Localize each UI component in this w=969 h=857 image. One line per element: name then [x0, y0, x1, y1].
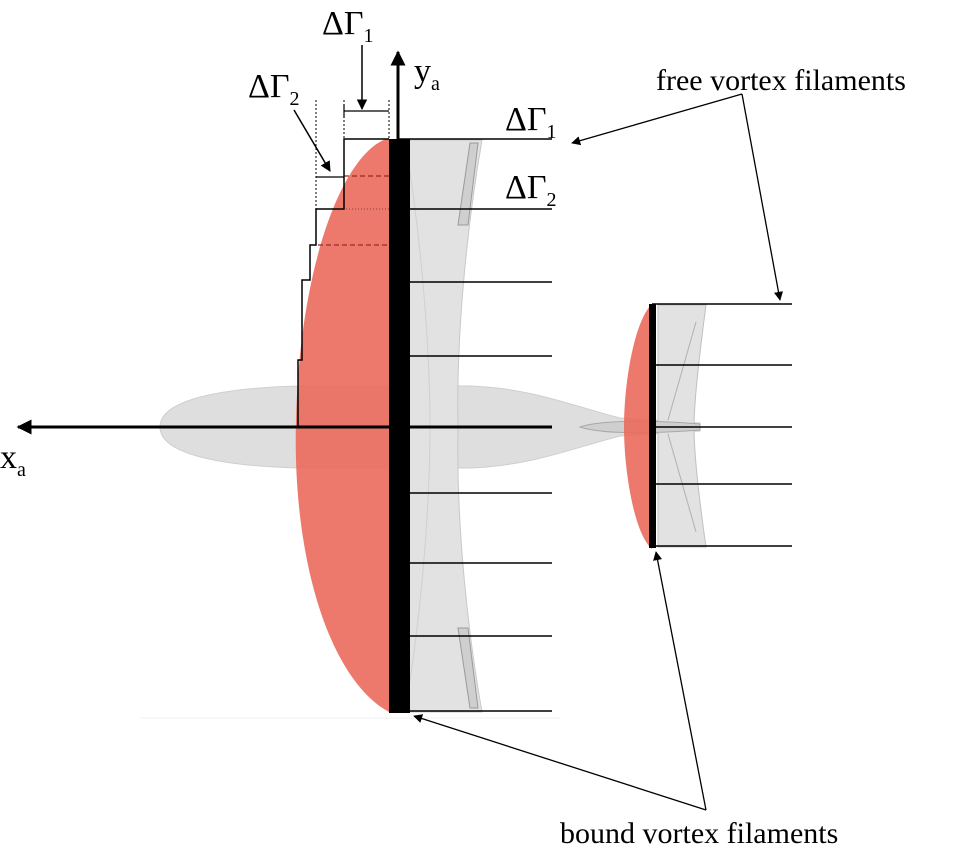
- delta-gamma-2-right-label: ΔΓ2: [505, 169, 557, 211]
- bound-filament-wing: [389, 139, 410, 713]
- delta-gamma-2-right-subscript: 2: [547, 189, 557, 211]
- free-callout-to-wing: [571, 93, 743, 146]
- bound-callout-to-tail: [653, 551, 707, 811]
- delta-gamma-2-right-symbol: ΔΓ: [505, 169, 547, 206]
- aircraft-silhouette: [140, 139, 707, 719]
- delta-gamma-2-top-subscript: 2: [290, 88, 300, 110]
- dim2-arrow: [293, 109, 331, 172]
- circulation-distribution: [295, 138, 652, 712]
- delta-gamma-1-right-label: ΔΓ1: [505, 101, 557, 143]
- tail-spar-upper: [667, 321, 697, 421]
- aileron-upper: [457, 142, 479, 226]
- tail-circulation-ellipse: [624, 304, 652, 549]
- bound-callout-to-wing: [413, 714, 707, 811]
- delta-gamma-2-top-symbol: ΔΓ: [248, 68, 290, 105]
- x-axis-subscript: a: [17, 459, 26, 481]
- delta-gamma-1-right-symbol: ΔΓ: [505, 101, 547, 138]
- bound-filament-tail: [649, 304, 656, 548]
- y-axis-subscript: a: [431, 73, 440, 95]
- delta-gamma-2-top-label: ΔΓ2: [248, 68, 300, 110]
- stepped-circulation: [297, 138, 389, 427]
- y-axis-label: ya: [414, 53, 440, 95]
- wing-circulation-ellipse: [295, 138, 389, 712]
- x-axis-letter: x: [0, 439, 17, 476]
- free-callout-to-tail: [741, 93, 783, 301]
- delta-gamma-1-top-label: ΔΓ1: [322, 5, 374, 47]
- free-vortex-filaments: [398, 138, 792, 712]
- delta-gamma-1-top-symbol: ΔΓ: [322, 5, 364, 42]
- free-vortex-label: free vortex filaments: [656, 64, 906, 97]
- aileron-lower: [457, 627, 479, 709]
- delta-gamma-1-top-subscript: 1: [364, 25, 374, 47]
- delta-gamma-1-right-subscript: 1: [547, 121, 557, 143]
- y-axis-letter: y: [414, 53, 431, 90]
- x-axis-label: xa: [0, 439, 26, 481]
- bound-vortex-label: bound vortex filaments: [560, 817, 838, 850]
- tail-spar-lower: [667, 433, 697, 533]
